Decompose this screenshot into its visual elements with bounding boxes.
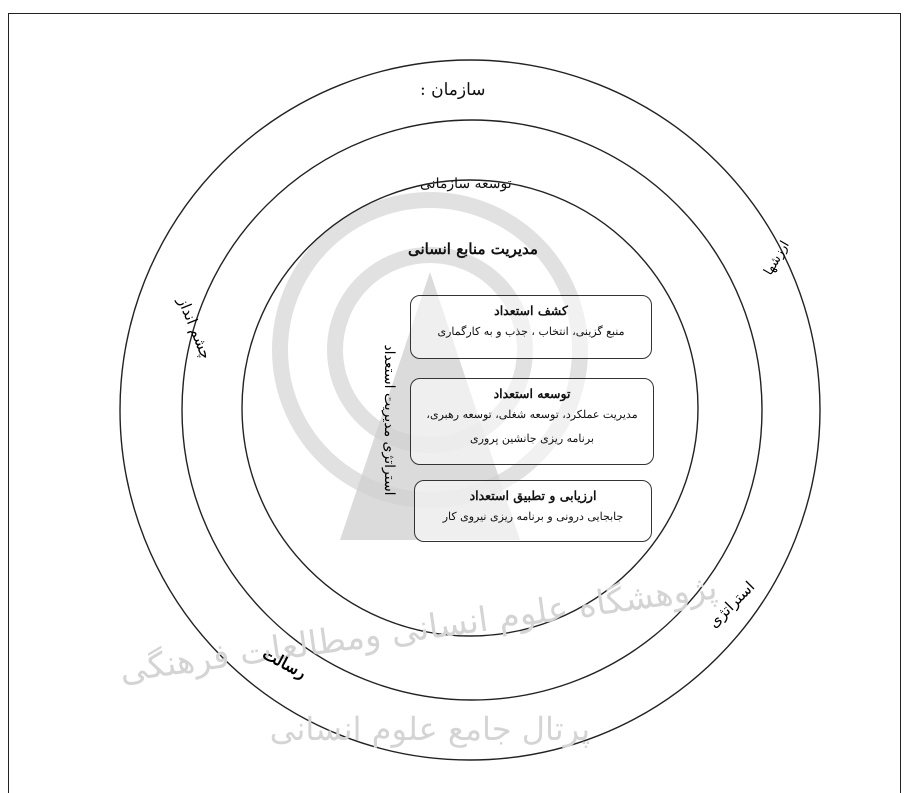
- outer-circle: [119, 59, 821, 761]
- box-title: ارزیابی و تطبیق استعداد: [469, 488, 597, 503]
- inner-circle: [241, 179, 699, 637]
- box-title: توسعه استعداد: [493, 386, 571, 401]
- pyramid-label: استراتژی مدیریت استعداد: [381, 344, 397, 495]
- box-title: کشف استعداد: [494, 303, 568, 318]
- watermark-text-1: پژوهشگاه علوم انسانی ومطالعات فرهنگی: [117, 567, 720, 691]
- talent-development-box: توسعه استعداد مدیریت عملکرد، توسعه شغلی،…: [410, 378, 654, 465]
- vision-label: چشم انداز: [174, 294, 215, 362]
- outer-label: سازمان :: [420, 80, 486, 100]
- middle-circle: [181, 119, 763, 701]
- box-subtitle: منبع گزینی، انتخاب ، جذب و به کارگماری: [437, 325, 625, 338]
- values-label: ارزشها: [761, 238, 792, 278]
- middle-label: توسعه سازمانی: [420, 176, 512, 192]
- figure-frame: [8, 13, 901, 793]
- inner-label: مدیریت منابع انسانی: [408, 240, 538, 258]
- watermark-text-2: پرتال جامع علوم انسانی: [270, 710, 590, 748]
- box-subtitle: مدیریت عملکرد، توسعه شغلی، توسعه رهبری، …: [426, 408, 638, 445]
- box-subtitle: جابجایی درونی و برنامه ریزی نیروی کار: [442, 510, 624, 523]
- talent-assessment-box: ارزیابی و تطبیق استعداد جابجایی درونی و …: [414, 480, 652, 542]
- talent-discovery-box: کشف استعداد منبع گزینی، انتخاب ، جذب و ب…: [410, 295, 652, 359]
